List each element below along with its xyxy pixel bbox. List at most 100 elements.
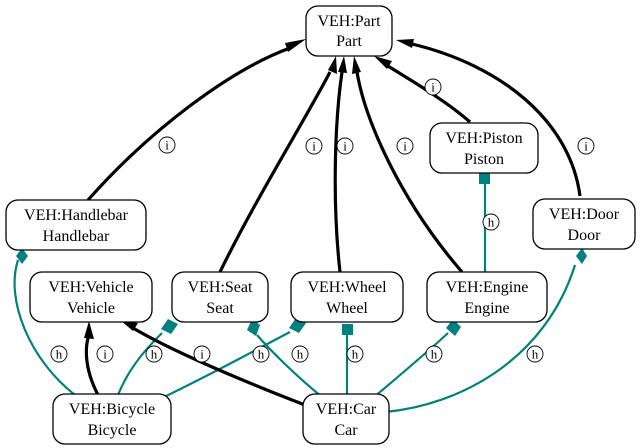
node-bicycle[interactable]: VEH:Bicycle Bicycle: [52, 393, 172, 445]
node-id: VEH:Part: [317, 13, 381, 30]
node-id: VEH:Engine: [446, 279, 529, 296]
edge-piston-to-engine: h: [479, 173, 500, 272]
edge-label: h: [297, 347, 304, 362]
edge-label-circle: [346, 345, 364, 363]
node-door[interactable]: VEH:Door Door: [532, 198, 636, 250]
node-box: [426, 271, 548, 323]
node-label: Handlebar: [43, 228, 110, 245]
edge-bicycle-to-vehicle: i: [84, 321, 114, 396]
edge-car-to-engine: h: [372, 319, 461, 399]
node-seat[interactable]: VEH:Seat Seat: [171, 271, 269, 323]
edge-label: h: [258, 347, 265, 362]
arrowhead: [285, 39, 306, 52]
arrowhead: [120, 320, 138, 331]
edge-label-circle: [50, 345, 68, 363]
edge-label: i: [431, 80, 435, 95]
node-id: VEH:Vehicle: [48, 279, 133, 296]
node-box: [29, 271, 153, 323]
node-label: Engine: [464, 300, 509, 317]
edge-label: i: [200, 347, 204, 362]
edge-label-circle: [482, 213, 500, 231]
node-id: VEH:Piston: [445, 130, 522, 147]
edge-label: h: [488, 215, 495, 230]
edge-label-circle: [526, 345, 544, 363]
edge-car-to-seat: h: [247, 319, 323, 398]
edge-door-to-part: i: [396, 39, 595, 197]
node-id: VEH:Door: [549, 206, 620, 223]
edge-engine-to-part: i: [352, 56, 464, 274]
node-id: VEH:Bicycle: [69, 401, 155, 418]
node-wheel[interactable]: VEH:Wheel Wheel: [290, 271, 404, 323]
edge-label-circle: [291, 345, 309, 363]
edge-label: i: [403, 139, 407, 154]
node-label: Wheel: [326, 300, 368, 317]
edge-label-circle: [193, 345, 211, 363]
edge-label-circle: [145, 345, 163, 363]
node-box: [305, 5, 393, 57]
node-box: [290, 271, 404, 323]
node-label: Door: [568, 227, 602, 244]
edge-label: i: [343, 139, 347, 154]
node-box: [171, 271, 269, 323]
arrowhead: [84, 321, 94, 339]
node-box: [302, 393, 390, 445]
edge-bicycle-to-seat: h: [116, 319, 178, 396]
edge-piston-to-part: i: [374, 56, 472, 124]
node-label: Seat: [206, 300, 234, 317]
node-part[interactable]: VEH:Part Part: [305, 5, 393, 57]
edge-label-circle: [396, 137, 414, 155]
diamond-marker: [247, 319, 260, 336]
node-id: VEH:Handlebar: [24, 207, 129, 224]
arrowhead: [396, 39, 414, 48]
node-id: VEH:Wheel: [307, 279, 387, 296]
node-label: Vehicle: [67, 300, 115, 317]
edge-label: i: [165, 138, 169, 153]
node-engine[interactable]: VEH:Engine Engine: [426, 271, 548, 323]
edge-label-circle: [425, 345, 443, 363]
node-label: Bicycle: [88, 422, 137, 439]
edge-label: h: [431, 347, 438, 362]
edge-label: i: [584, 139, 588, 154]
edge-label-circle: [252, 345, 270, 363]
node-box: [532, 198, 636, 250]
edge-car-to-vehicle: i: [120, 320, 306, 407]
edge-label-circle: [96, 345, 114, 363]
diamond-marker: [161, 319, 178, 334]
diamond-marker: [342, 324, 353, 335]
edge-bicycle-to-handlebar: h: [13, 248, 76, 396]
edge-label: h: [56, 347, 63, 362]
node-box: [52, 393, 172, 445]
node-handlebar[interactable]: VEH:Handlebar Handlebar: [5, 199, 147, 251]
edge-label-circle: [424, 78, 442, 96]
arrowhead: [328, 56, 337, 74]
arrowhead: [374, 56, 392, 69]
edge-wheel-to-part: i: [333, 56, 354, 273]
diamond-marker: [16, 248, 28, 264]
edge-label-circle: [158, 136, 176, 154]
node-label: Piston: [464, 151, 504, 168]
node-car[interactable]: VEH:Car Car: [302, 393, 390, 445]
node-piston[interactable]: VEH:Piston Piston: [429, 122, 539, 174]
node-id: VEH:Car: [316, 401, 377, 418]
edge-bicycle-to-wheel: h: [161, 318, 306, 399]
edge-label: i: [312, 139, 316, 154]
node-id: VEH:Seat: [188, 279, 253, 296]
diamond-marker: [446, 319, 461, 336]
node-box: [429, 122, 539, 174]
arrowhead: [352, 56, 361, 74]
node-vehicle[interactable]: VEH:Vehicle Vehicle: [29, 271, 153, 323]
edge-seat-to-part: i: [218, 56, 337, 273]
diamond-marker: [576, 248, 587, 264]
edge-car-to-wheel: h: [342, 324, 364, 397]
edge-label: i: [103, 347, 107, 362]
edge-label-circle: [577, 137, 595, 155]
node-label: Part: [336, 33, 362, 50]
edge-handlebar-to-part: i: [86, 39, 306, 202]
edge-label: h: [151, 347, 158, 362]
node-box: [5, 199, 147, 251]
edge-label: h: [532, 347, 539, 362]
node-label: Car: [334, 422, 358, 439]
diamond-marker: [479, 173, 490, 184]
edge-label: h: [352, 347, 359, 362]
